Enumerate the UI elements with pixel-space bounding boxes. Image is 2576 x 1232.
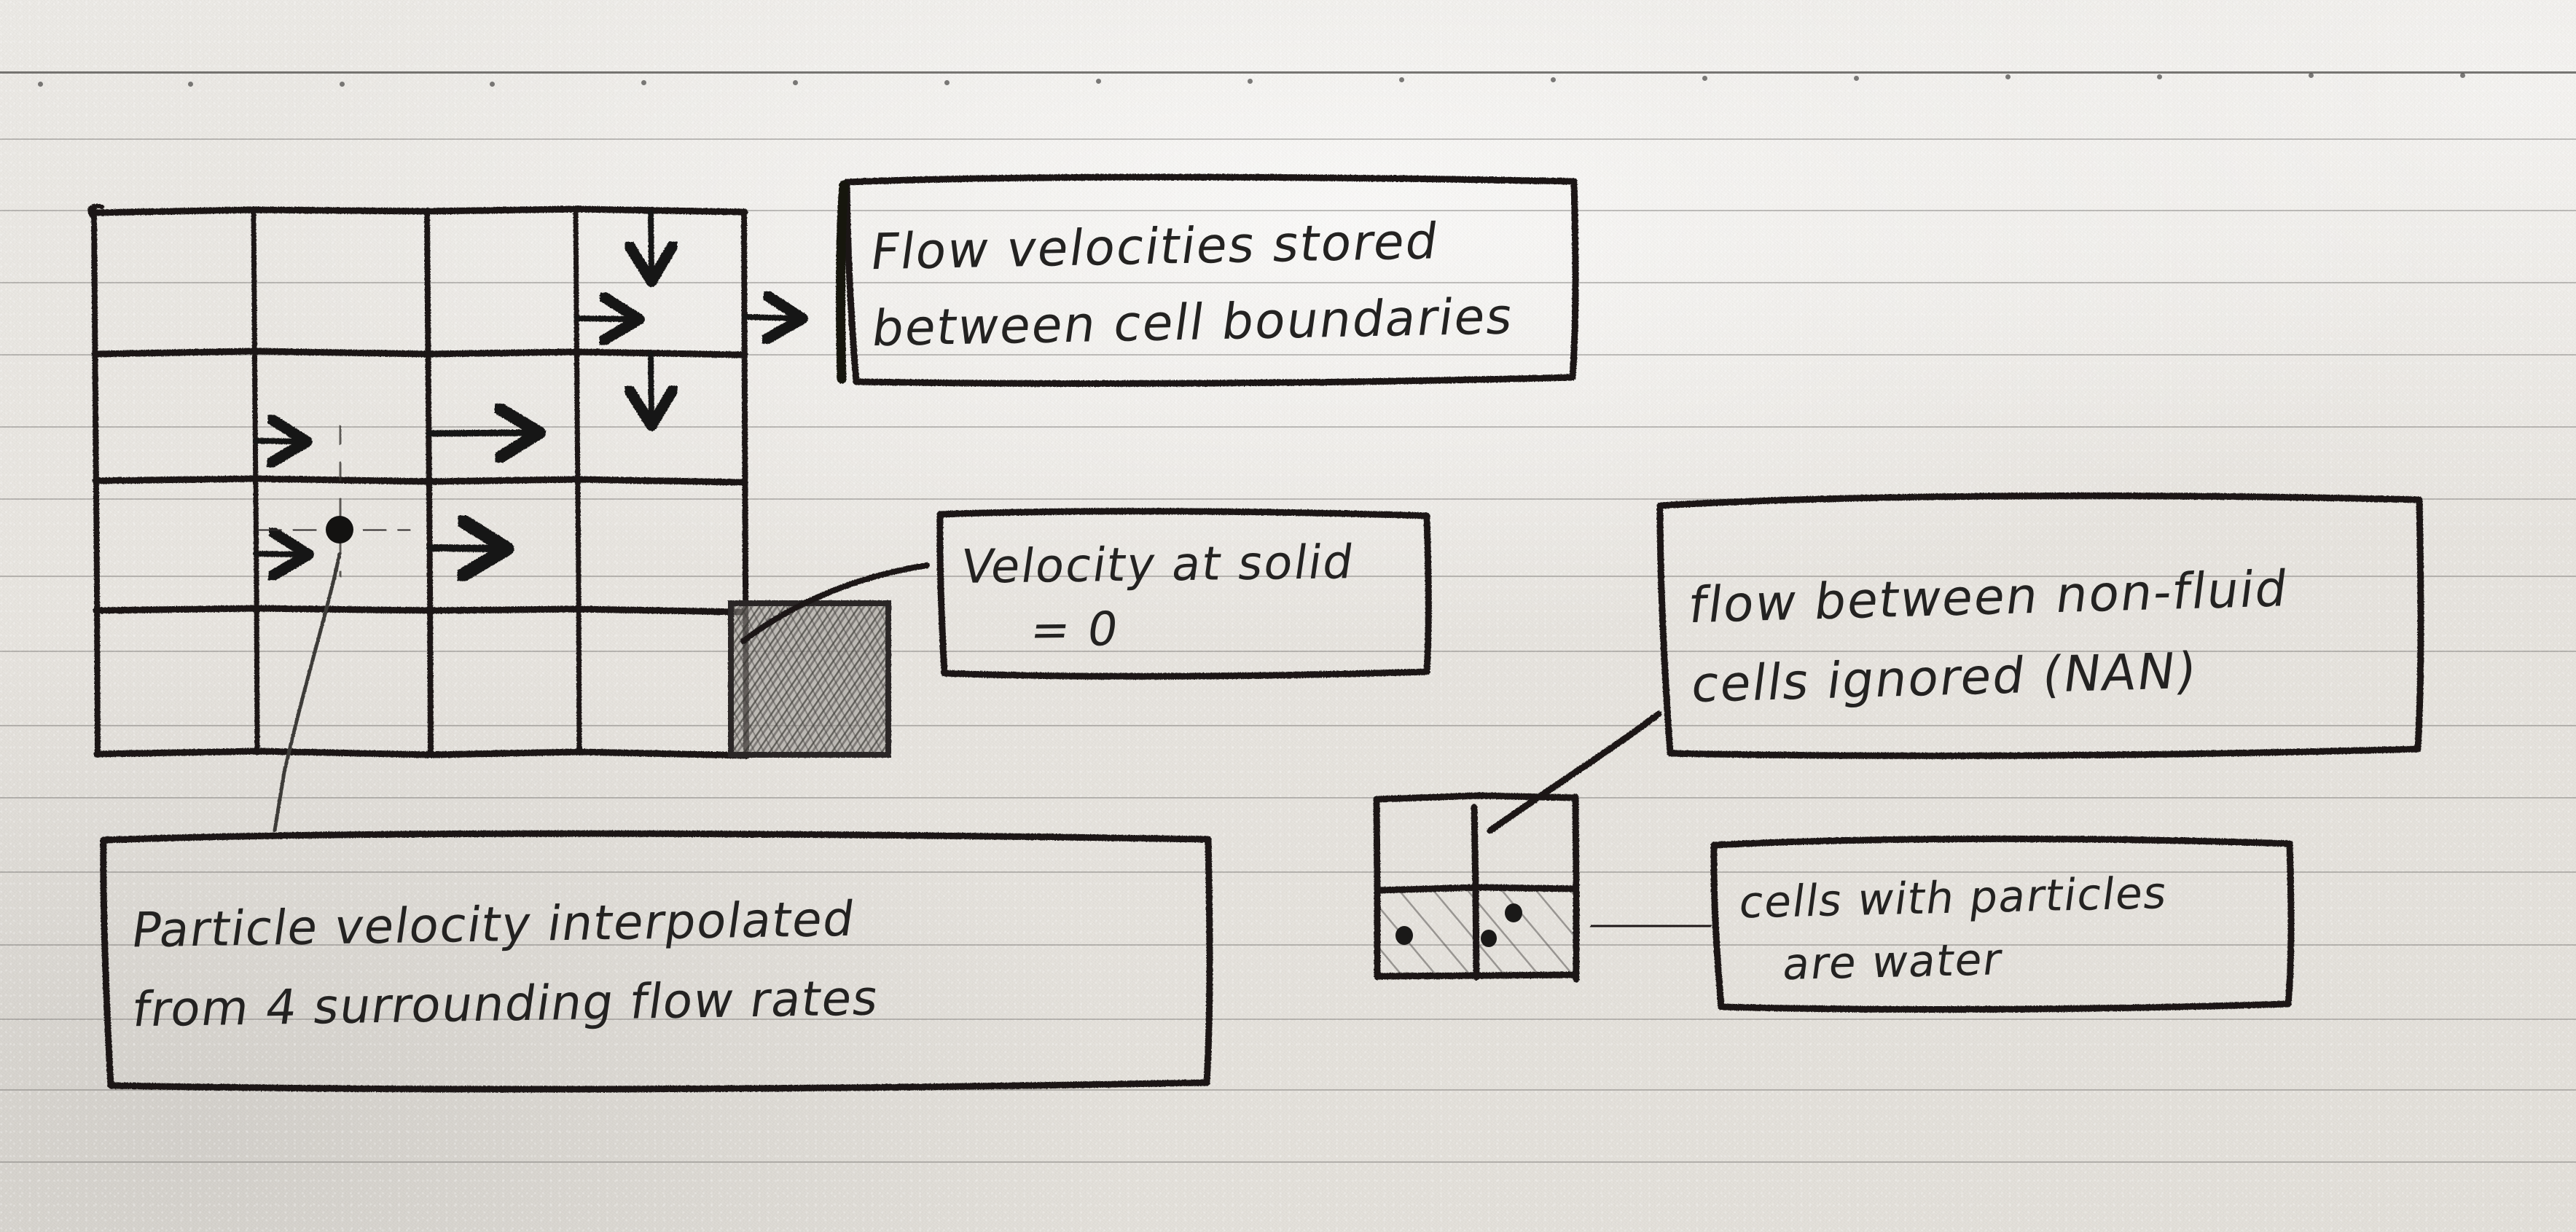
ruled-line [0,871,2576,873]
ruled-line [0,651,2576,652]
margin-dot [490,82,495,87]
note-line: cells ignored (NAN) [1688,642,2201,715]
grid-hline-bottom [93,748,750,759]
note-line: Flow velocities stored [866,213,1443,282]
margin-dot [1248,79,1253,84]
u-arrow-2 [742,317,794,318]
ruled-line [0,1019,2576,1020]
velocity-at-solid-note-box [936,508,1432,680]
leader-particle-to-note [273,552,342,833]
grid-vline-3 [424,208,434,758]
u-arrow-3 [253,441,299,442]
mini-particle-dot [1481,930,1497,947]
leader-solid-to-note [740,562,930,644]
stencil-dashed-vertical [337,425,343,578]
margin-dot [1702,76,1707,81]
margin-dot [2309,73,2314,78]
margin-dot [38,82,43,87]
grid-vline-1 [91,207,101,758]
ruled-line [0,138,2576,140]
leader-minigrid-to-note [1590,922,1712,930]
note-line: Velocity at solid [958,535,1358,595]
particle-dot [326,516,353,544]
ruled-line [0,797,2576,799]
particle-velocity-note-text: Particle velocity interpolated from 4 su… [128,849,1191,1075]
solid-obstacle-cell [728,600,891,758]
ruled-line [0,1161,2576,1163]
flow-velocities-note-box [836,173,1579,387]
margin-dot [2460,73,2465,78]
grid-hline-3 [92,475,748,486]
note-line: between cell boundaries [868,288,1518,358]
grid-vline-4 [573,205,582,756]
note-line: = 0 [1027,603,1123,658]
velocity-at-solid-note-text: Velocity at solid = 0 [958,525,1414,669]
ruled-line [0,576,2576,577]
margin-dot [1096,79,1101,84]
grid-hline-top [90,205,748,216]
water-cells-note-box [1710,835,2295,1013]
ruled-line [0,725,2576,726]
margin-dot [2005,74,2011,79]
margin-dot [641,80,646,85]
velocity-arrows [253,210,794,554]
u-arrow-6 [426,548,497,549]
ruled-line [0,426,2576,428]
mini-cell-grid [1373,792,1580,983]
mini-particle-dot [1395,926,1413,945]
ruled-line [0,1089,2576,1091]
grid-hline-4 [93,605,748,616]
margin-dot [2157,74,2162,79]
u-arrow-1 [574,318,631,319]
ruled-line [0,282,2576,283]
grid-corner-overshoot [87,203,104,218]
margin-dot [340,82,345,87]
ruled-line-header [0,71,2576,74]
ruled-line [0,498,2576,500]
flow-velocities-note-text: Flow velocities stored between cell boun… [866,192,1573,377]
particle-velocity-note-box [100,830,1213,1093]
mini-grid-top-edge [1373,792,1579,803]
note-line: flow between non-fluid [1686,560,2293,635]
margin-dot [1551,77,1556,82]
margin-dot [944,80,950,85]
ruled-line [0,944,2576,946]
note-line: Particle velocity interpolated [128,890,859,959]
leader-nan-to-minigrid [1487,710,1662,834]
non-fluid-note-text: flow between non-fluid cells ignored (NA… [1686,526,2429,745]
grid-hline-2 [91,348,748,358]
margin-dot [1399,77,1404,82]
grid-vline-2 [251,206,260,756]
note-line: are water [1780,934,2006,991]
mini-grid-vertical-divider [1471,804,1480,981]
water-cell-bottom-left [1377,888,1475,976]
mini-particle-dot [1505,903,1522,922]
note-line: cells with particles [1736,867,2172,929]
particle-interpolation-stencil [257,425,411,578]
margin-dot [188,82,193,87]
non-fluid-note-box [1656,492,2424,759]
mac-grid [87,203,750,759]
margin-dot [793,80,798,85]
note-line: from 4 surrounding flow rates [129,970,883,1038]
water-cells-note-text: cells with particles are water [1736,851,2281,1006]
ruled-line [0,354,2576,356]
ruled-line [0,210,2576,211]
margin-dot [1854,76,1859,81]
mini-grid-horizontal-divider [1374,884,1579,894]
